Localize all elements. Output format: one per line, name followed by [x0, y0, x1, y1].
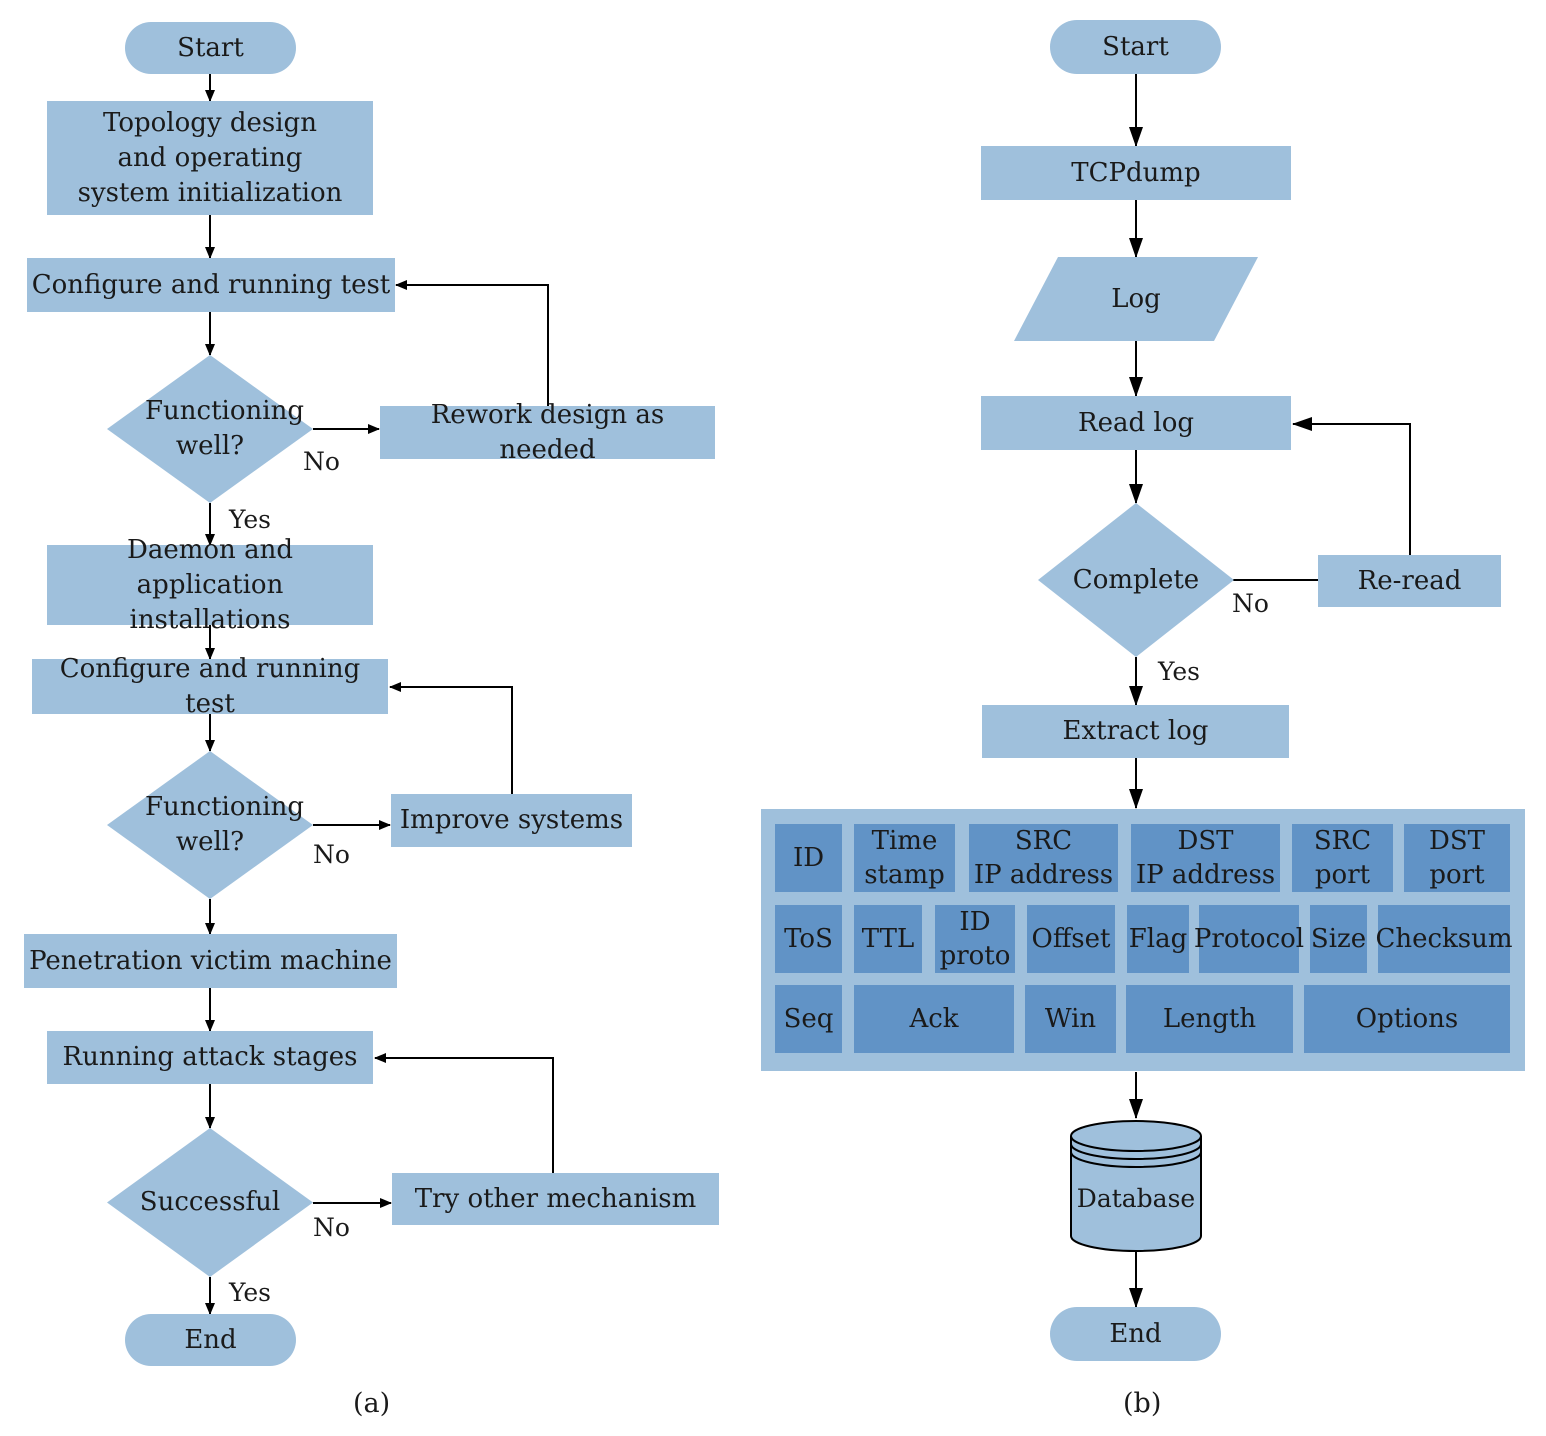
penetration-box: Penetration victim machine	[24, 934, 397, 988]
field-cell: DST port	[1404, 824, 1510, 892]
decision-label: Functioning well?	[145, 396, 304, 461]
decision-complete: Complete	[1038, 503, 1234, 657]
field-cell: Seq	[775, 985, 842, 1053]
field-cell: ID proto	[935, 905, 1015, 973]
configure-test-box-1: Configure and running test	[27, 258, 395, 312]
daemon-install-box: Daemon and application installations	[47, 535, 373, 635]
field-cell: Options	[1304, 985, 1510, 1053]
decision-successful: Successful	[107, 1128, 313, 1277]
database-cylinder: Database	[1068, 1118, 1204, 1254]
improve-systems-box: Improve systems	[391, 794, 632, 847]
start-terminal-a: Start	[125, 22, 296, 74]
decision-label: Successful	[139, 1187, 281, 1217]
field-cell: Offset	[1027, 905, 1115, 973]
loop-a-1	[395, 280, 549, 406]
no-label-2: No	[313, 840, 350, 869]
field-cell: Size	[1310, 905, 1367, 973]
field-cell: SRC IP address	[969, 824, 1118, 892]
yes-label-1: Yes	[229, 505, 271, 534]
loop-a-2	[389, 682, 513, 794]
try-other-box: Try other mechanism	[392, 1173, 719, 1225]
yes-label-b: Yes	[1158, 657, 1200, 686]
field-cell: Win	[1025, 985, 1116, 1053]
field-cell: Flag	[1127, 905, 1189, 973]
decision-functioning-2: Functioning well?	[107, 751, 313, 899]
end-terminal-b: End	[1050, 1307, 1221, 1361]
field-cell: ID	[775, 824, 842, 892]
reread-box: Re-read	[1318, 555, 1501, 607]
field-cell: Ack	[854, 985, 1014, 1053]
read-log-box: Read log	[981, 396, 1291, 450]
caption-b: (b)	[1123, 1388, 1162, 1419]
loop-a-3	[374, 1053, 554, 1173]
start-terminal-b: Start	[1050, 20, 1221, 74]
rework-design-box: Rework design as needed	[380, 400, 715, 465]
loop-b	[1292, 417, 1411, 555]
end-terminal-a: End	[125, 1314, 296, 1366]
decision-label: Complete	[1072, 564, 1200, 595]
tcpdump-box: TCPdump	[981, 146, 1291, 200]
topology-design-box: Topology design and operating system ini…	[47, 101, 373, 215]
log-data-shape: Log	[1014, 257, 1258, 341]
log-fields-table: ID Time stamp SRC IP address DST IP addr…	[761, 809, 1525, 1071]
field-cell: Time stamp	[854, 824, 955, 892]
extract-log-box: Extract log	[982, 705, 1289, 758]
field-cell: TTL	[854, 905, 922, 973]
yes-label-3: Yes	[229, 1278, 271, 1307]
no-label-1: No	[303, 447, 340, 476]
no-label-3: No	[313, 1213, 350, 1242]
field-cell: DST IP address	[1131, 824, 1280, 892]
field-cell: ToS	[775, 905, 842, 973]
field-cell: Protocol	[1194, 905, 1304, 973]
caption-a: (a)	[353, 1388, 391, 1419]
field-cell: SRC port	[1292, 824, 1393, 892]
database-label: Database	[1076, 1183, 1196, 1213]
attack-stages-box: Running attack stages	[47, 1031, 373, 1084]
decision-label: Functioning well?	[145, 792, 304, 857]
no-label-b: No	[1232, 589, 1269, 618]
log-label: Log	[1111, 284, 1161, 314]
field-cell: Checksum	[1375, 905, 1513, 973]
configure-test-box-2: Configure and running test	[32, 654, 388, 719]
field-cell: Length	[1126, 985, 1293, 1053]
decision-functioning-1: Functioning well?	[107, 355, 313, 503]
